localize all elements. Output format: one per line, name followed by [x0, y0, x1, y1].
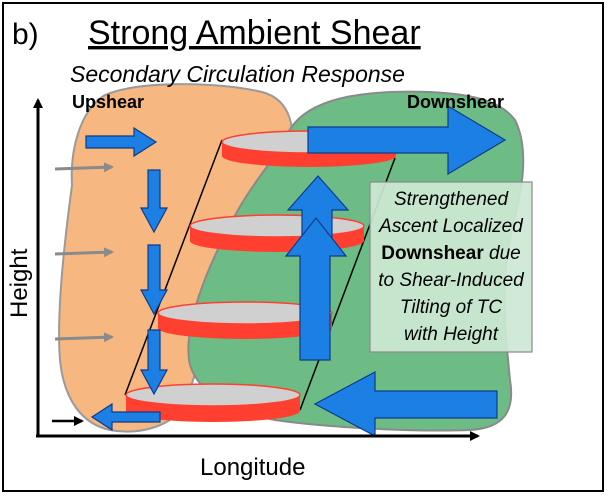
- vortex-disk-lower-mid: [157, 301, 333, 339]
- environmental-arrow-1: [54, 162, 114, 173]
- annotation-line-1: Strengthened: [394, 189, 510, 210]
- annotation-line-5: Tilting of TC: [400, 297, 503, 318]
- y-axis-label: Height: [6, 248, 33, 318]
- annotation-line-3-bold: Downshear: [381, 243, 484, 264]
- annotation-line-4: to Shear-Induced: [378, 270, 525, 291]
- downshear-inflow-arrow: [313, 371, 498, 437]
- environmental-arrow-2: [54, 247, 114, 258]
- annotation-line-2: Ascent Localized: [378, 216, 524, 237]
- vortex-disk-bottom: [125, 383, 301, 422]
- upshear-label: Upshear: [72, 92, 144, 112]
- annotation-line-3: Downshear due: [381, 243, 520, 264]
- annotation-line-3-rest: due: [484, 243, 521, 264]
- vortex-tilt-line-left: [124, 139, 223, 396]
- subtitle: Secondary Circulation Response: [70, 61, 405, 87]
- upshear-inflow-arrow: [85, 126, 158, 158]
- upshear-descent-arrow-1: [139, 169, 169, 234]
- upshear-outflow-arrow: [90, 402, 161, 432]
- page-title: Strong Ambient Shear: [88, 14, 421, 52]
- upshear-descent-arrow-2: [139, 244, 169, 316]
- downshear-label: Downshear: [407, 92, 504, 112]
- x-axis-label: Longitude: [200, 454, 305, 481]
- upshear-descent-arrow-3: [139, 329, 169, 396]
- annotation-box: [369, 181, 533, 353]
- downshear-ascent-arrow-lower: [284, 217, 348, 361]
- panel-label: b): [12, 18, 39, 51]
- downshear-outflow-arrow: [307, 104, 507, 176]
- environmental-arrow-3: [54, 332, 114, 343]
- annotation-line-6: with Height: [404, 324, 499, 345]
